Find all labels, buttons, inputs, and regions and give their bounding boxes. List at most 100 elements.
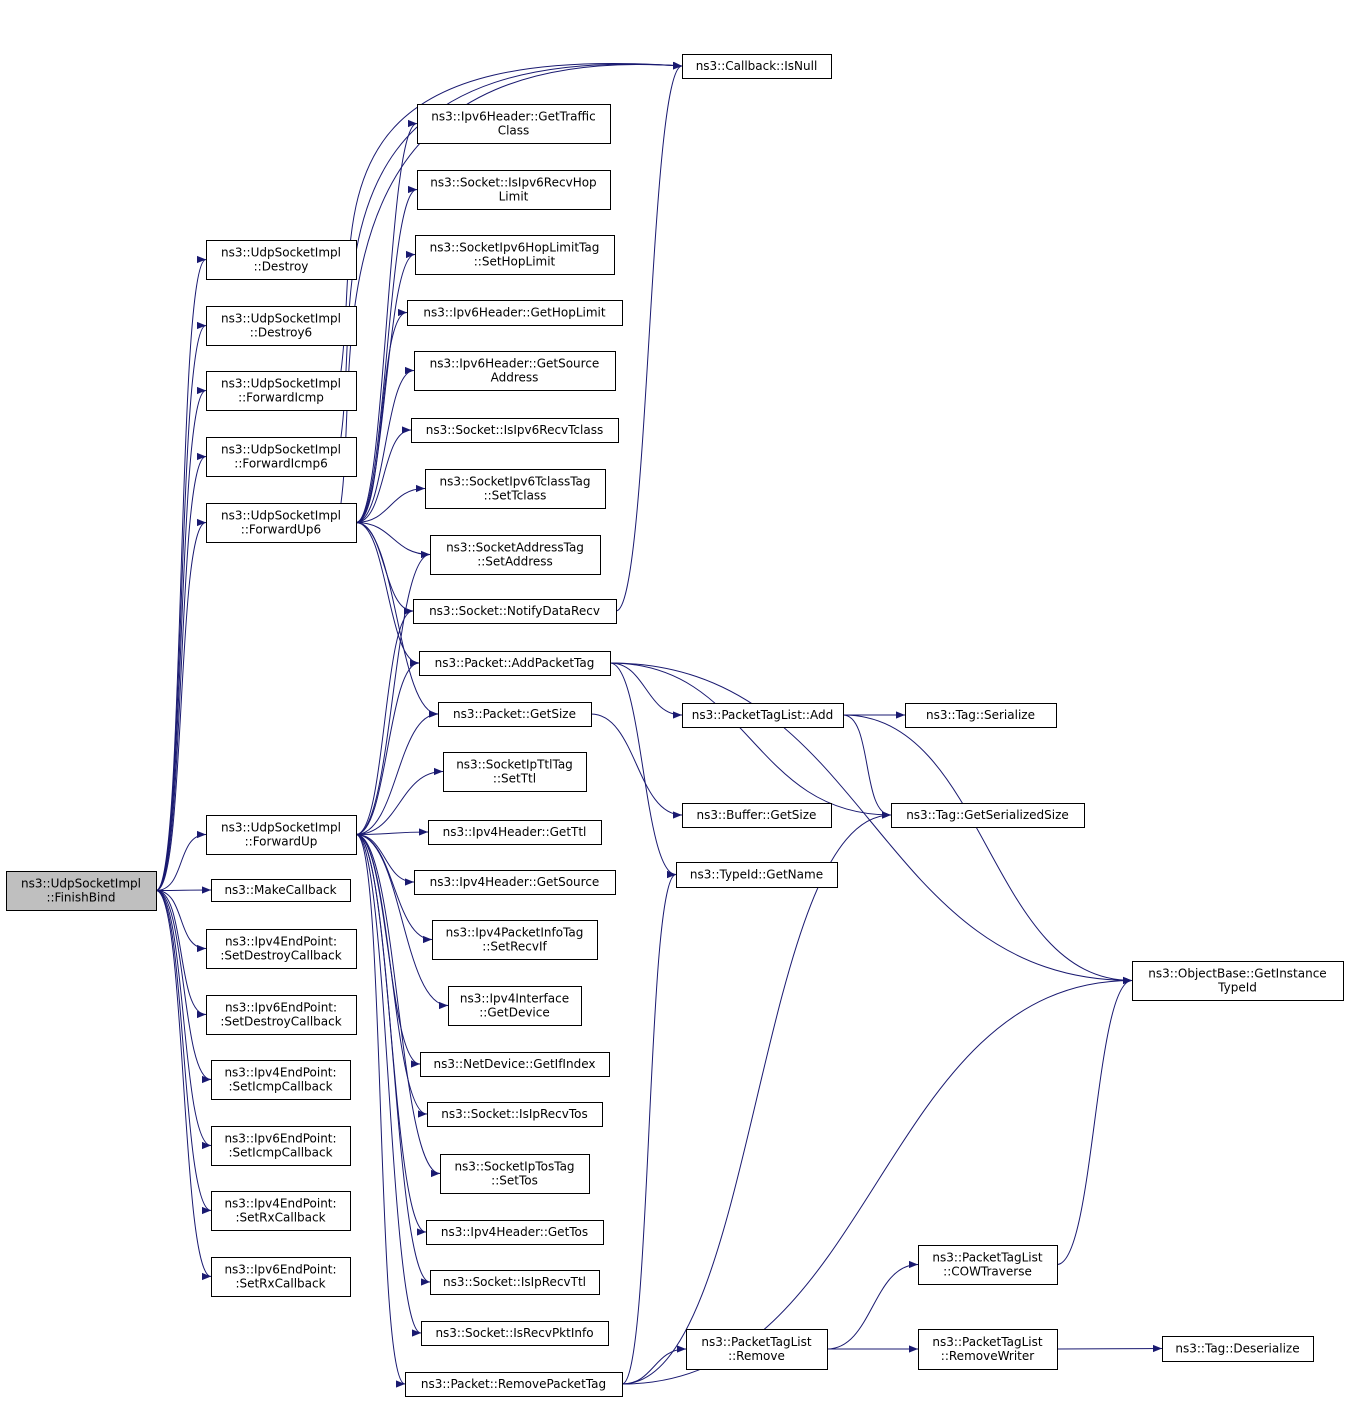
node-box (411, 418, 619, 443)
node-buffer-getsize: ns3::Buffer::GetSize (682, 803, 832, 828)
node-label: ns3::UdpSocketImpl (221, 821, 341, 835)
node-box (414, 870, 616, 895)
node-label: ns3::Ipv4EndPoint: (224, 1197, 336, 1211)
node-box (430, 1270, 600, 1295)
node-box (421, 1321, 609, 1346)
node-label: ns3::Ipv4EndPoint: (224, 1066, 336, 1080)
node-ipv4h-gettos: ns3::Ipv4Header::GetTos (426, 1220, 604, 1245)
node-box (682, 803, 832, 828)
node-box (432, 920, 598, 960)
node-box (6, 871, 157, 911)
node-tag-serialize: ns3::Tag::Serialize (905, 703, 1057, 728)
node-ipv4h-getsource: ns3::Ipv4Header::GetSource (414, 870, 616, 895)
node-label: ns3::UdpSocketImpl (221, 443, 341, 457)
node-ptl-removewriter: ns3::PacketTagList::RemoveWriter (918, 1329, 1058, 1370)
node-box (891, 803, 1085, 828)
node-box (438, 702, 592, 727)
node-box (206, 371, 357, 411)
edge-packet-addtag-to-objbase-getinst (609, 662, 1133, 985)
node-label: ns3::Ipv4Header::GetSource (430, 875, 600, 889)
node-box (448, 986, 582, 1026)
node-box (426, 1220, 604, 1245)
node-label: ::SetAddress (477, 555, 553, 569)
node-label: ns3::UdpSocketImpl (21, 877, 141, 891)
node-label: ns3::Ipv4Interface (460, 992, 569, 1006)
node-label: ns3::Ipv6EndPoint: (225, 1001, 337, 1015)
edge-forwardup6-to-callback-isnull (340, 61, 683, 504)
edge-finishbind-to-makecallback (155, 886, 212, 894)
node-iptostag-set: ns3::SocketIpTosTag::SetTos (440, 1154, 590, 1194)
node-box (682, 703, 844, 728)
node-box (682, 54, 832, 79)
edge-ptl-removewriter-to-tag-deserialize (1056, 1344, 1163, 1353)
edge-forwardup-to-ipv4h-getttl (355, 828, 429, 836)
edge-forwardicmp6-to-callback-isnull (340, 61, 683, 438)
node-label: :SetDestroyCallback (220, 1015, 341, 1029)
edge-forwardup-to-ipv4if-getdevice (355, 834, 449, 1010)
edge-finishbind-to-destroy6 (155, 322, 207, 891)
edge-ptl-add-to-tag-getsersize (842, 714, 892, 819)
node-box (206, 929, 357, 969)
edge-forwardup-to-socket-isiprecvtos (355, 834, 428, 1118)
edge-forwardup6-to-ipv6tclasstag-set (355, 484, 426, 523)
node-socket-isiprecvtos: ns3::Socket::IsIpRecvTos (427, 1102, 603, 1127)
edge-forwardup-to-addrtag-set (355, 550, 431, 835)
edge-finishbind-to-ipv4ep-setrx (155, 890, 212, 1215)
node-label: ::SetRecvIf (482, 940, 547, 954)
edge-finishbind-to-forwardicmp6 (155, 453, 207, 891)
node-destroy: ns3::UdpSocketImpl::Destroy (206, 240, 357, 280)
edge-finishbind-to-destroy (155, 256, 207, 891)
node-socket-isiprecvttl: ns3::Socket::IsIpRecvTtl (430, 1270, 600, 1295)
node-ipv4h-getttl: ns3::Ipv4Header::GetTtl (428, 820, 602, 845)
node-box (413, 599, 617, 624)
node-label: ns3::Ipv4Header::GetTtl (443, 825, 587, 839)
node-tag-deserialize: ns3::Tag::Deserialize (1162, 1336, 1314, 1362)
node-packet-getsize: ns3::Packet::GetSize (438, 702, 592, 727)
node-ipv6ep-seticmp: ns3::Ipv6EndPoint::SetIcmpCallback (211, 1126, 351, 1166)
node-forwardup6: ns3::UdpSocketImpl::ForwardUp6 (206, 503, 357, 543)
edge-packet-removetag-to-objbase-getinst (621, 976, 1133, 1385)
edge-packet-getsize-to-buffer-getsize (590, 713, 683, 819)
node-label: Address (491, 371, 539, 385)
node-box (405, 1372, 623, 1397)
node-label: ns3::Ipv6Header::GetHopLimit (423, 306, 605, 320)
node-label: ns3::Ipv6Header::GetTraffic (431, 110, 595, 124)
node-box (206, 995, 357, 1035)
node-box (918, 1245, 1058, 1285)
node-label: ns3::Socket::IsIpv6RecvHop (430, 176, 596, 190)
node-box (419, 651, 611, 676)
edge-forwardup6-to-ipv6h-gettraffic (355, 120, 418, 523)
node-box (417, 104, 611, 144)
node-label: ::GetDevice (479, 1006, 550, 1020)
node-label: ns3::Ipv4PacketInfoTag (446, 926, 584, 940)
node-tag-getsersize: ns3::Tag::GetSerializedSize (891, 803, 1085, 828)
node-destroy6: ns3::UdpSocketImpl::Destroy6 (206, 306, 357, 346)
node-label: ::SetHopLimit (474, 255, 556, 269)
node-box (211, 1191, 351, 1231)
node-ipv6ep-setdestroy: ns3::Ipv6EndPoint::SetDestroyCallback (206, 995, 357, 1035)
node-label: ns3::SocketIpTtlTag (456, 758, 573, 772)
node-box (918, 1329, 1058, 1370)
edge-socket-notify-to-callback-isnull (615, 62, 683, 612)
node-ipv6ep-setrx: ns3::Ipv6EndPoint::SetRxCallback (211, 1257, 351, 1297)
node-box (206, 306, 357, 346)
node-label: ::Destroy (254, 260, 309, 274)
node-box (206, 240, 357, 280)
edge-forwardup-to-socket-notify (355, 607, 414, 835)
node-box (425, 469, 606, 509)
edge-forwardup-to-socket-isiprecvttl (355, 834, 431, 1286)
node-label: ns3::Socket::IsRecvPktInfo (435, 1326, 593, 1340)
edge-forwardup6-to-ipv6h-getsource (355, 366, 415, 523)
edge-ptl-remove-to-ptl-cow (826, 1260, 919, 1350)
node-box (440, 1154, 590, 1194)
edge-finishbind-to-forwardup (155, 830, 207, 891)
node-label: :SetRxCallback (235, 1211, 325, 1225)
node-box (414, 351, 616, 391)
node-ipv4ep-seticmp: ns3::Ipv4EndPoint::SetIcmpCallback (211, 1060, 351, 1100)
edge-finishbind-to-ipv4ep-seticmp (155, 890, 212, 1084)
node-label: ::Remove (728, 1349, 785, 1363)
nodes-layer: ns3::UdpSocketImpl::FinishBindns3::UdpSo… (6, 54, 1344, 1397)
node-socket-isrecvpktinfo: ns3::Socket::IsRecvPktInfo (421, 1321, 609, 1346)
